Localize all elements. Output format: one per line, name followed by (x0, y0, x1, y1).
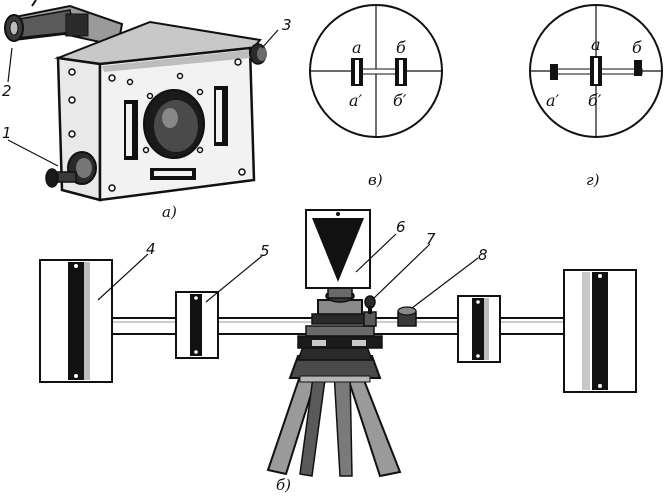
telescope-tube (4, 0, 124, 48)
mark-b-g (634, 60, 642, 76)
level-screw-7 (363, 295, 377, 327)
label-a-prime-g: а′ (546, 91, 560, 110)
large-target-right (563, 269, 637, 393)
screws (68, 58, 246, 192)
subfigure-label-g: г) (586, 171, 600, 189)
callouts-b: 4 5 6 7 8 (97, 218, 488, 309)
callout-6: 6 (396, 218, 406, 236)
callout-5: 5 (260, 242, 270, 260)
callout-1: 1 (2, 124, 12, 142)
callouts-a: 1 2 3 (2, 16, 292, 167)
label-b-v: б (396, 38, 406, 57)
mounting-head (297, 285, 383, 349)
callout-4: 4 (146, 240, 156, 258)
objective-lens (143, 89, 205, 159)
label-a-g: а (591, 35, 601, 54)
reticle-view-v: а б а′ б′ (309, 4, 443, 138)
instrument-assembly-a (4, 0, 267, 202)
small-target-5-left (175, 291, 219, 359)
callout-8: 8 (478, 246, 488, 264)
side-knob-3 (249, 43, 267, 65)
triangle-target-6 (305, 209, 371, 289)
small-target-right (457, 295, 501, 363)
subfigure-label-v: в) (368, 171, 383, 189)
label-a-v: а (352, 38, 362, 57)
focusing-knob-1 (45, 151, 97, 188)
label-b-prime-g: б′ (588, 91, 602, 110)
subfigure-label-a: а) (162, 203, 177, 221)
mark-a-prime-g (550, 64, 558, 80)
subfigure-label-b: б) (276, 476, 291, 494)
label-b-g: б (632, 38, 642, 57)
label-b-prime-v: б′ (393, 91, 407, 110)
label-a-prime-v: а′ (349, 91, 363, 110)
callout-3: 3 (282, 16, 292, 34)
level-screw-8 (397, 306, 417, 327)
large-target-4-left (39, 259, 113, 383)
reticle-view-g: а б а′ б′ (529, 4, 663, 138)
callout-2: 2 (2, 82, 12, 100)
tripod (266, 343, 402, 478)
callout-7: 7 (426, 230, 436, 248)
